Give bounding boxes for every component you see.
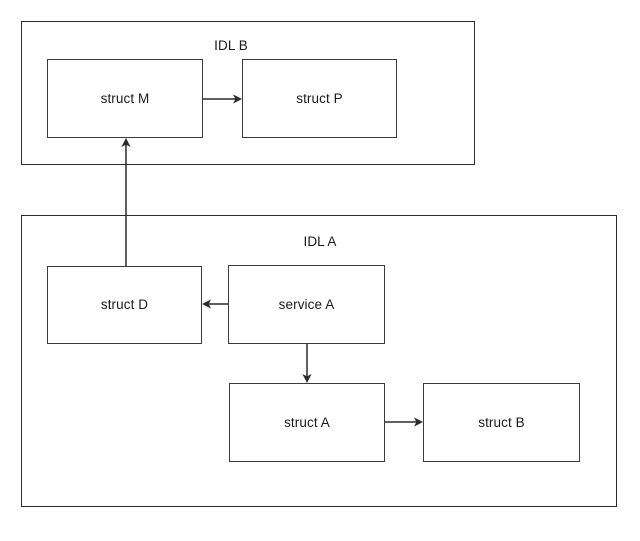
node-service-a[interactable]: service A	[228, 265, 385, 344]
edge-struct-a-to-struct-b	[385, 417, 423, 427]
edge-service-a-to-struct-a	[302, 344, 312, 383]
node-label-struct-a: struct A	[284, 414, 330, 430]
edge-struct-a-to-struct-b-arrowhead	[414, 417, 423, 427]
node-label-struct-m: struct M	[100, 90, 150, 106]
container-idl-a[interactable]	[21, 215, 617, 507]
edge-service-a-to-struct-d	[202, 299, 228, 309]
container-label-idl-b: IDL B	[214, 38, 248, 53]
node-struct-a[interactable]: struct A	[229, 383, 385, 462]
container-label-idl-a: IDL A	[303, 234, 337, 249]
node-label-struct-d: struct D	[100, 297, 149, 313]
node-label-struct-b: struct B	[478, 414, 525, 430]
node-struct-p[interactable]: struct P	[242, 59, 397, 138]
edge-struct-d-to-struct-m	[121, 138, 131, 266]
node-label-service-a: service A	[278, 296, 335, 312]
edge-service-a-to-struct-d-arrowhead	[202, 299, 211, 309]
edge-struct-d-to-struct-m-arrowhead	[121, 138, 131, 147]
edge-service-a-to-struct-a-arrowhead	[302, 374, 312, 383]
node-struct-b[interactable]: struct B	[423, 383, 580, 462]
container-idl-b[interactable]	[21, 21, 475, 165]
edge-struct-m-to-struct-p-arrowhead	[233, 94, 242, 104]
edge-struct-m-to-struct-p	[203, 94, 242, 104]
node-struct-m[interactable]: struct M	[47, 59, 203, 138]
node-struct-d[interactable]: struct D	[47, 266, 202, 344]
node-label-struct-p: struct P	[296, 90, 343, 106]
